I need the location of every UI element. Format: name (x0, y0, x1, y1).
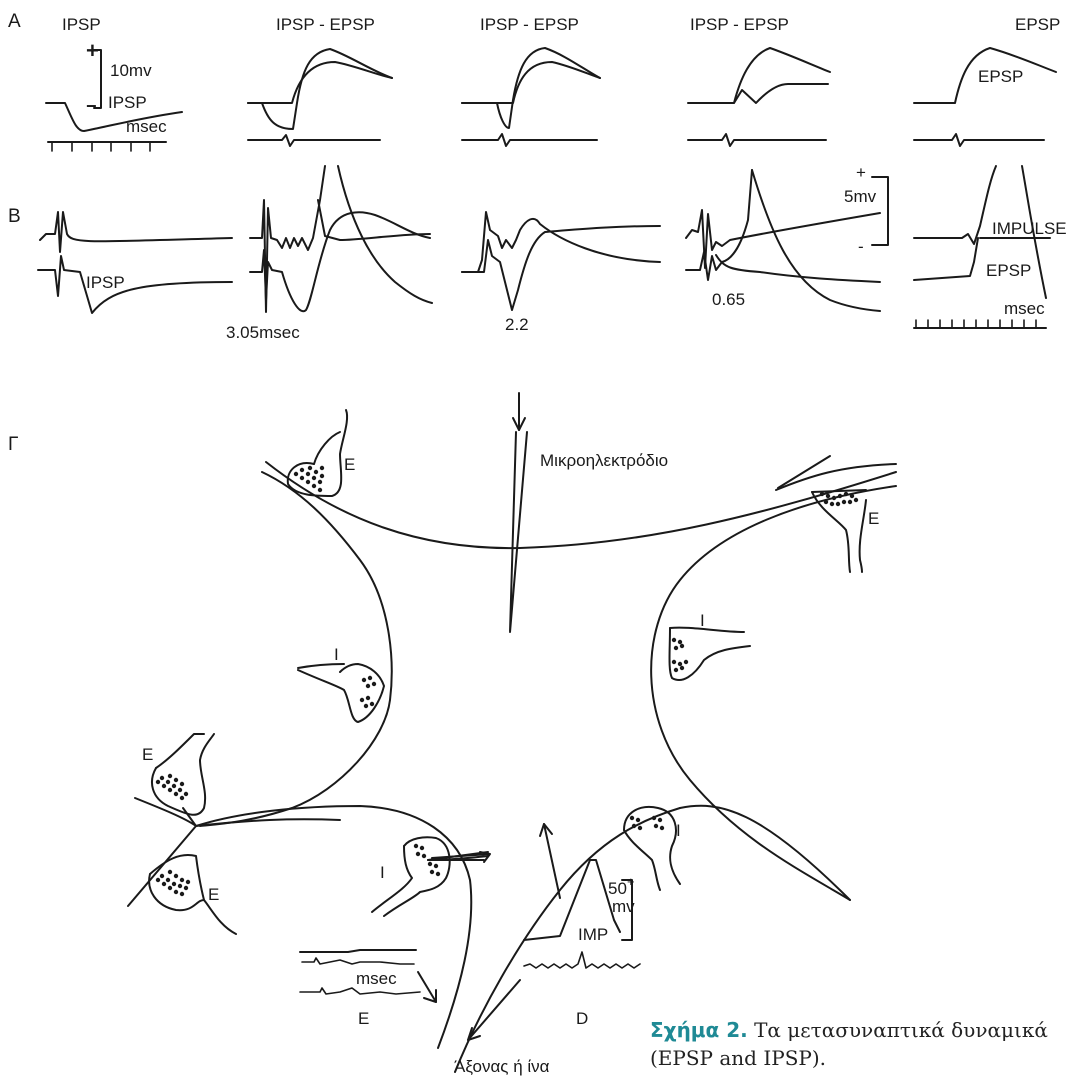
scale-50-plus: + (627, 874, 635, 889)
scale-minus-a: − (86, 96, 97, 116)
caption-label: Σχήμα 2. (650, 1018, 748, 1042)
msec-label-b: msec (1004, 299, 1045, 318)
row-b-trace-mixed-2: 2.2 (462, 212, 660, 334)
synapse-label-e4: E (208, 885, 219, 904)
trace-msec-label: msec (356, 969, 397, 988)
synapse-excitatory-top-right: E (812, 490, 879, 572)
interval-label-1: 3.05msec (226, 323, 300, 342)
row-a-title-2: IPSP - EPSP (276, 15, 375, 34)
section-a-label: A (8, 11, 21, 32)
vesicle-cluster (630, 816, 664, 830)
axon-label: Άξονας ή ίνα (454, 1057, 550, 1076)
row-a-trace-ipsp: + 10mv − IPSP msec (46, 38, 182, 151)
section-c-label: Γ (8, 434, 18, 455)
scale-plus-b: + (856, 163, 866, 182)
caption-text: Τα μετασυναπτικά δυναμικά (754, 1018, 1048, 1042)
row-a-trace-mixed-2 (462, 48, 600, 146)
scale-10mv-label: 10mv (110, 61, 152, 80)
row-a-trace-epsp: EPSP (914, 48, 1056, 146)
section-b-label: B (8, 206, 21, 227)
synapse-excitatory-top-left: E (288, 410, 356, 496)
row-a-trace-mixed-3 (688, 48, 830, 146)
msec-label-a: msec (126, 117, 167, 136)
row-a-title-4: IPSP - EPSP (690, 15, 789, 34)
synapse-label-i3: I (380, 863, 385, 882)
neuron-trace-d: IMP 50 + mv D (524, 860, 640, 1028)
interval-label-3: 0.65 (712, 290, 745, 309)
scale-minus-b: - (858, 237, 864, 256)
row-a-recordings: IPSP IPSP - EPSP IPSP - EPSP IPSP - EPSP… (46, 15, 1060, 151)
impulse-label: IMPULSE (992, 219, 1067, 238)
vesicle-cluster (672, 638, 688, 672)
row-a-title-5: EPSP (1015, 15, 1060, 34)
vesicle-cluster (156, 774, 188, 800)
direction-arrows (418, 824, 560, 1040)
epsp-label-a: EPSP (978, 67, 1023, 86)
caption-text-2: (EPSP and IPSP). (650, 1046, 826, 1070)
scale-mv-label: mv (612, 897, 635, 916)
scale-5mv-label: 5mv (844, 187, 877, 206)
scale-bar-5mv: + 5mv - (844, 163, 888, 256)
row-b-trace-mixed-1: 3.05msec (226, 166, 432, 342)
row-b-trace-epsp: IMPULSE EPSP msec (914, 166, 1067, 328)
synapse-label-i4: I (676, 821, 681, 840)
synapse-label-e2: E (868, 509, 879, 528)
microelectrode-label: Μικροηλεκτρόδιο (540, 451, 668, 470)
synapse-excitatory-left-upper: E (142, 734, 214, 815)
row-a-trace-mixed-1 (248, 49, 392, 146)
epsp-label-b: EPSP (986, 261, 1031, 280)
vesicle-cluster (156, 870, 190, 896)
neuron-trace-e: msec E (300, 950, 420, 1028)
synapse-inhibitory-right: I (670, 611, 751, 680)
figure-caption: Σχήμα 2. Τα μετασυναπτικά δυναμικά (EPSP… (650, 1016, 1070, 1072)
neuron-diagram: Μικροηλεκτρόδιο (128, 393, 896, 1076)
vesicle-cluster (360, 676, 376, 708)
trace-d-label: D (576, 1009, 588, 1028)
row-a-title-3: IPSP - EPSP (480, 15, 579, 34)
imp-label: IMP (578, 925, 608, 944)
synapse-inhibitory-left: I (298, 645, 384, 722)
trace-e-label: E (358, 1009, 369, 1028)
scale-50-label: 50 (608, 879, 627, 898)
synapse-label-e1: E (344, 455, 355, 474)
synapse-label-i2: I (334, 645, 339, 664)
vesicle-cluster (294, 466, 324, 492)
row-b-trace-ipsp: IPSP (38, 212, 232, 313)
ipsp-label-b: IPSP (86, 273, 125, 292)
microelectrode: Μικροηλεκτρόδιο (510, 393, 668, 632)
synapse-label-e3: E (142, 745, 153, 764)
row-b-recordings: IPSP 3.05msec 2.2 0.65 + 5mv (38, 163, 1067, 342)
ipsp-label-a: IPSP (108, 93, 147, 112)
synapse-label-i1: I (700, 611, 705, 630)
neuron-body (128, 456, 896, 1072)
synapse-inhibitory-bottom-left: I (372, 837, 450, 916)
interval-label-2: 2.2 (505, 315, 529, 334)
row-a-title-1: IPSP (62, 15, 101, 34)
